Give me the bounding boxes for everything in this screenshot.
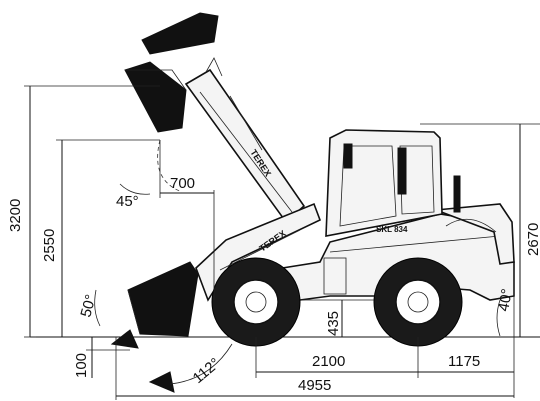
boom-arm [184, 57, 306, 224]
arc-50 [94, 289, 101, 327]
swing-arc [157, 139, 183, 193]
label-45: 45° [116, 193, 139, 210]
ground-bucket-dumped [110, 329, 139, 349]
model-label: SKL 834 [376, 225, 408, 234]
dim-100 [86, 337, 130, 378]
raised-bucket-dumped [124, 61, 187, 133]
arc-40 [496, 299, 501, 337]
ground-bucket-low [148, 371, 175, 393]
dim-700 [159, 140, 215, 300]
label-1175: 1175 [448, 353, 480, 370]
label-100: 100 [73, 353, 90, 378]
front-wheel [211, 257, 301, 347]
label-2670: 2670 [525, 223, 540, 256]
raised-bucket-outline [141, 12, 219, 55]
label-4955: 4955 [298, 377, 331, 394]
label-700: 700 [170, 175, 195, 192]
dim-2550 [56, 139, 160, 337]
label-40: 40° [495, 287, 516, 312]
lowered-bucket [127, 261, 199, 337]
label-2550: 2550 [41, 229, 58, 262]
arc-112 [169, 343, 233, 385]
label-50: 50° [77, 293, 99, 319]
label-2100: 2100 [312, 353, 345, 370]
label-112: 112° [190, 355, 224, 387]
dim-4955 [115, 337, 514, 400]
lower-boom [195, 202, 322, 302]
exhaust-pipe [453, 175, 461, 213]
dim-2670 [420, 123, 540, 337]
dim-1175 [418, 270, 515, 398]
label-435: 435 [325, 311, 342, 336]
rear-wheel [373, 257, 463, 347]
dim-3200 [24, 85, 160, 338]
engine-hood [435, 203, 515, 265]
arc-45 [119, 183, 151, 195]
cab [325, 129, 443, 237]
label-3200: 3200 [7, 199, 24, 232]
dim-2100 [255, 337, 419, 378]
